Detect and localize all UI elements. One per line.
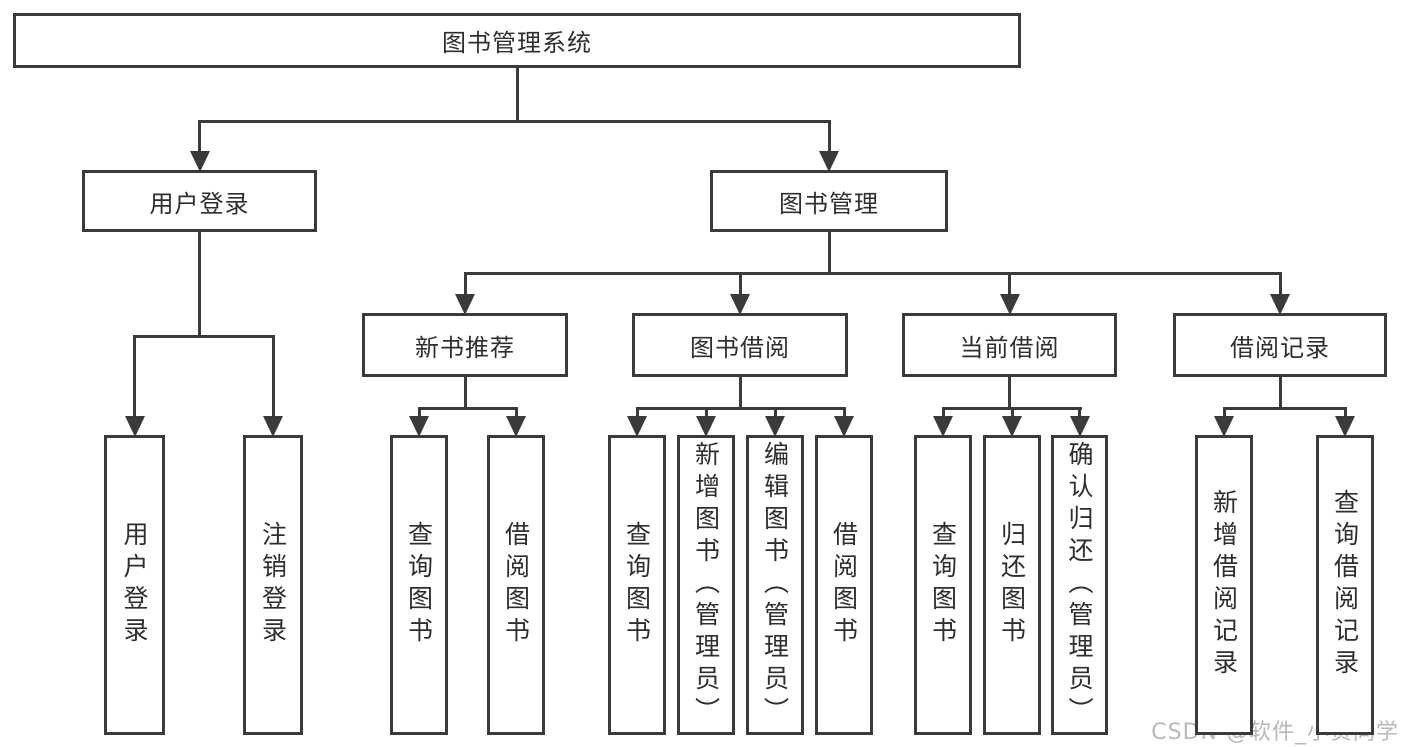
node-leaf-query-books-1: 查询图书 <box>390 435 448 735</box>
connector-line <box>464 377 467 410</box>
node-label: 用户登录 <box>149 189 250 218</box>
arrowhead-down-icon <box>730 294 750 315</box>
arrowhead-down-icon <box>819 151 839 172</box>
connector-line <box>1223 407 1226 416</box>
node-label: 借阅记录 <box>1230 333 1330 362</box>
node-book-borrowing: 图书借阅 <box>632 313 848 377</box>
node-label: 图书管理 <box>779 189 879 218</box>
connector-line <box>133 335 275 338</box>
arrowhead-down-icon <box>834 416 854 437</box>
node-leaf-query-borrow-record: 查询借阅记录 <box>1316 435 1374 735</box>
connector-line <box>1279 272 1282 294</box>
connector-line <box>464 272 467 294</box>
node-label: 归还图书 <box>997 521 1027 649</box>
arrowhead-down-icon <box>190 151 210 172</box>
node-leaf-query-books-3: 查询图书 <box>914 435 972 735</box>
arrowhead-down-icon <box>1002 416 1022 437</box>
connector-line <box>516 68 519 123</box>
node-new-book-recommend: 新书推荐 <box>362 313 568 377</box>
connector-line <box>942 407 945 416</box>
connector-line <box>1008 272 1011 294</box>
node-leaf-add-borrow-record: 新增借阅记录 <box>1195 435 1253 735</box>
connector-line <box>739 377 742 410</box>
node-label: 注销登录 <box>258 521 288 649</box>
arrowhead-down-icon <box>627 416 647 437</box>
node-label: 用户登录 <box>120 521 149 649</box>
connector-line <box>133 335 136 416</box>
connector-line <box>418 407 421 416</box>
node-label: 查询借阅记录 <box>1330 489 1360 681</box>
node-leaf-confirm-return: 确认归还（管理员） <box>1051 435 1108 735</box>
node-leaf-edit-books: 编辑图书（管理员） <box>746 435 804 735</box>
connector-line <box>515 407 518 416</box>
arrowhead-down-icon <box>1070 416 1090 437</box>
connector-line <box>1011 407 1014 416</box>
node-label: 借阅图书 <box>501 521 531 649</box>
connector-line <box>828 232 831 275</box>
node-label: 图书借阅 <box>690 333 790 362</box>
node-label: 新增图书（管理员） <box>691 441 721 729</box>
arrowhead-down-icon <box>409 416 429 437</box>
connector-line <box>774 407 777 416</box>
node-label: 新书推荐 <box>415 333 515 362</box>
node-leaf-logout: 注销登录 <box>243 435 303 735</box>
connector-line <box>198 120 831 123</box>
connector-line <box>1344 407 1347 416</box>
node-current-borrowing: 当前借阅 <box>902 313 1117 377</box>
node-borrowing-records: 借阅记录 <box>1173 313 1387 377</box>
connector-line <box>272 335 275 416</box>
connector-line <box>198 232 201 338</box>
connector-line <box>705 407 708 416</box>
node-root: 图书管理系统 <box>13 13 1021 68</box>
connector-line <box>636 407 639 416</box>
node-leaf-borrow-books-2: 借阅图书 <box>815 435 873 735</box>
connector-line <box>828 120 831 151</box>
node-leaf-user-login: 用户登录 <box>104 435 165 735</box>
node-user-login: 用户登录 <box>82 170 317 232</box>
node-label: 查询图书 <box>622 521 652 649</box>
node-leaf-borrow-books-1: 借阅图书 <box>487 435 545 735</box>
arrowhead-down-icon <box>1000 294 1020 315</box>
connector-line <box>198 120 201 151</box>
node-leaf-add-books: 新增图书（管理员） <box>677 435 735 735</box>
node-label: 查询图书 <box>928 521 958 649</box>
connector-line <box>1223 407 1347 410</box>
arrowhead-down-icon <box>263 416 283 437</box>
arrowhead-down-icon <box>1335 416 1355 437</box>
connector-line <box>1078 407 1081 416</box>
arrowhead-down-icon <box>933 416 953 437</box>
connector-line <box>1008 377 1011 410</box>
connector-line <box>418 407 518 410</box>
node-label: 查询图书 <box>404 521 434 649</box>
arrowhead-down-icon <box>1270 294 1290 315</box>
connector-line <box>843 407 846 416</box>
node-leaf-query-books-2: 查询图书 <box>608 435 666 735</box>
node-label: 新增借阅记录 <box>1209 489 1239 681</box>
arrowhead-down-icon <box>125 416 145 437</box>
node-leaf-return-books: 归还图书 <box>983 435 1041 735</box>
node-label: 当前借阅 <box>959 333 1060 362</box>
node-book-management: 图书管理 <box>710 170 948 232</box>
node-label: 借阅图书 <box>829 521 859 649</box>
arrowhead-down-icon <box>765 416 785 437</box>
connector-line <box>636 407 846 410</box>
node-label: 图书管理系统 <box>442 29 592 57</box>
arrowhead-down-icon <box>696 416 716 437</box>
node-label: 编辑图书（管理员） <box>760 441 790 729</box>
connector-line <box>1279 377 1282 410</box>
connector-line <box>464 272 1282 275</box>
arrowhead-down-icon <box>506 416 526 437</box>
arrowhead-down-icon <box>1214 416 1234 437</box>
node-label: 确认归还（管理员） <box>1065 441 1094 729</box>
connector-line <box>739 272 742 294</box>
arrowhead-down-icon <box>455 294 475 315</box>
